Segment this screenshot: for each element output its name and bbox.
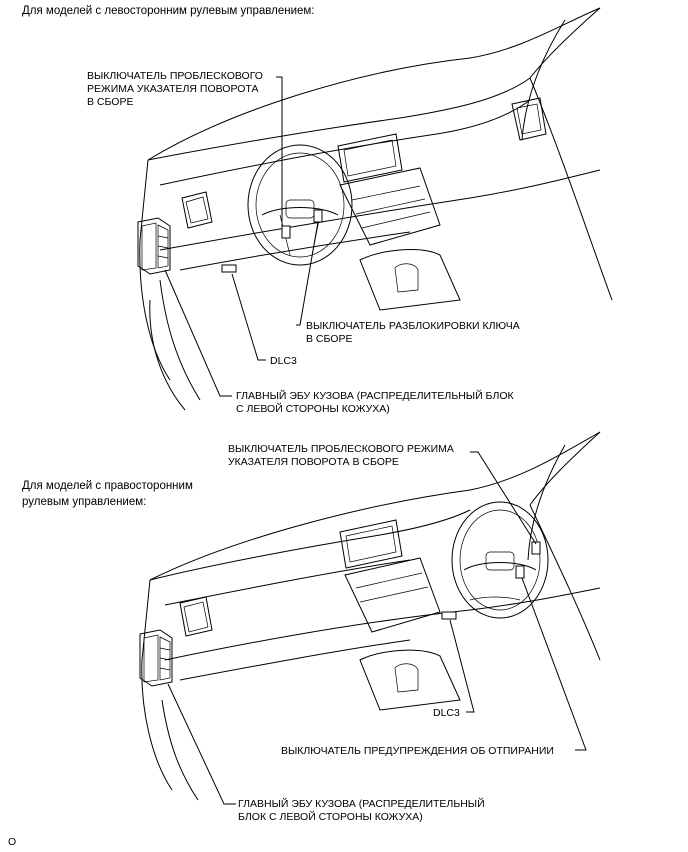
rhd-dlc3-label: DLC3: [433, 707, 460, 719]
lhd-hazard-switch-label: ВЫКЛЮЧАТЕЛЬ ПРОБЛЕСКОВОГО РЕЖИМА УКАЗАТЕ…: [87, 70, 263, 108]
lhd-section-header: Для моделей с левосторонним рулевым упра…: [22, 5, 315, 17]
rhd-dashboard-drawing: [139, 431, 601, 805]
rhd-hazard-switch-label: ВЫКЛЮЧАТЕЛЬ ПРОБЛЕСКОВОГО РЕЖИМА УКАЗАТЕ…: [228, 443, 454, 468]
lhd-dlc3-label: DLC3: [270, 355, 297, 367]
rhd-section-header: Для моделей с правосторонним рулевым упр…: [22, 480, 193, 508]
footer-code: O: [8, 836, 17, 848]
rhd-unlock-warning-switch-label: ВЫКЛЮЧАТЕЛЬ ПРЕДУПРЕЖДЕНИЯ ОБ ОТПИРАНИИ: [281, 745, 554, 757]
lhd-dashboard-drawing: [137, 7, 613, 411]
rhd-body-ecu-label: ГЛАВНЫЙ ЭБУ КУЗОВА (РАСПРЕДЕЛИТЕЛЬНЫЙ БЛ…: [238, 798, 485, 823]
lhd-key-unlock-switch-label: ВЫКЛЮЧАТЕЛЬ РАЗБЛОКИРОВКИ КЛЮЧА В СБОРЕ: [306, 320, 520, 345]
lhd-body-ecu-label: ГЛАВНЫЙ ЭБУ КУЗОВА (РАСПРЕДЕЛИТЕЛЬНЫЙ БЛ…: [236, 390, 514, 415]
